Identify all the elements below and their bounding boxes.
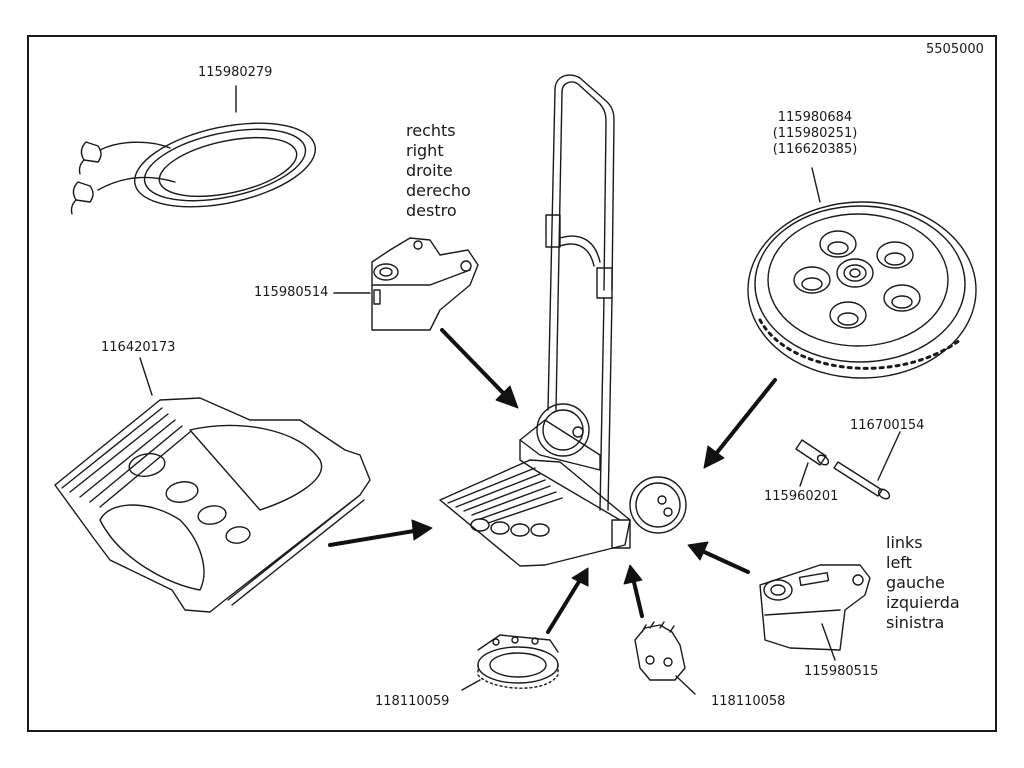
right-label-de: rechts [406,121,456,140]
drawing-code: 5505000 [926,42,984,57]
diagram-frame [27,35,997,732]
wheel-alt-number-2: (116620385) [772,142,858,157]
left-side-label: links left gauche izquierda sinistra [886,533,960,633]
part-number-base-plate: 116420173 [101,340,176,355]
right-side-label: rechts right droite derecho destro [406,121,471,221]
wheel-drawing [747,167,977,379]
axle-parts-drawing [795,431,901,500]
foot-ring-drawing [461,634,559,691]
part-number-axle-bolt: 116700154 [850,418,925,433]
part-number-right-bracket: 115980514 [254,285,329,300]
right-label-it: destro [406,201,457,220]
right-label-en: right [406,141,444,160]
left-label-it: sinistra [886,613,945,632]
part-number-bungee-cord: 115980279 [198,65,273,80]
hand-truck-drawing [439,74,687,567]
left-label-de: links [886,533,923,552]
right-bracket-drawing [333,237,479,331]
part-number-foot-plate: 118110058 [711,694,786,709]
left-label-en: left [886,553,912,572]
left-label-es: izquierda [886,593,960,612]
wheel-alt-number-1: (115980251) [772,126,858,141]
assembly-arrows [328,328,777,634]
left-label-fr: gauche [886,573,945,592]
part-number-axle-sleeve: 115960201 [764,489,839,504]
bungee-cord-drawing [70,85,317,215]
base-plate-drawing [54,357,371,613]
part-number-wheel: 115980684 (115980251) (116620385) [770,110,860,158]
right-label-fr: droite [406,161,453,180]
left-bracket-drawing [759,564,871,661]
wheel-number: 115980684 [777,110,853,125]
part-number-left-bracket: 115980515 [804,664,879,679]
foot-plate-drawing [634,621,696,695]
part-number-foot-ring: 118110059 [375,694,450,709]
right-label-es: derecho [406,181,471,200]
